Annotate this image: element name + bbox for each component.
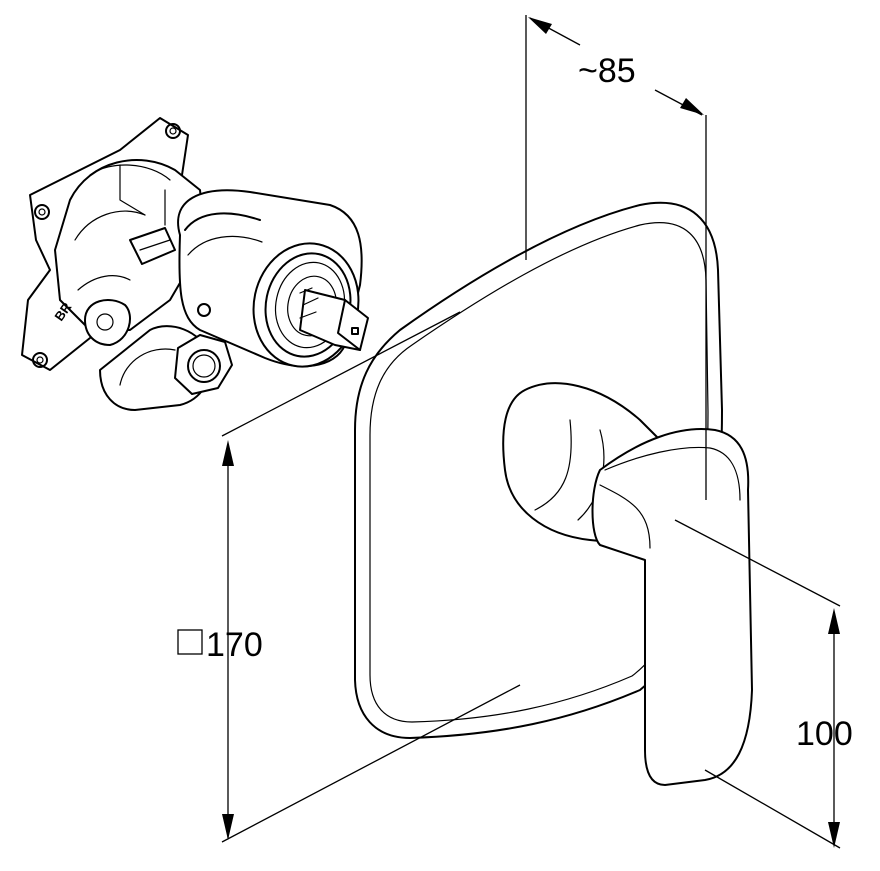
lever-height-label: 100 — [796, 715, 853, 753]
square-symbol-icon — [177, 629, 203, 655]
concealed-valve-body: BR — [21, 117, 369, 411]
valve-cartridge — [177, 189, 369, 368]
plate-size-label: 170 — [206, 626, 263, 664]
hex-nut — [174, 334, 233, 395]
depth-label: ~85 — [578, 52, 636, 90]
dimension-lever-height: 100 — [674, 519, 853, 849]
dimension-depth: ~85 — [525, 15, 707, 500]
lever-handle — [502, 382, 753, 786]
dimension-plate-size: 170 — [177, 311, 521, 843]
